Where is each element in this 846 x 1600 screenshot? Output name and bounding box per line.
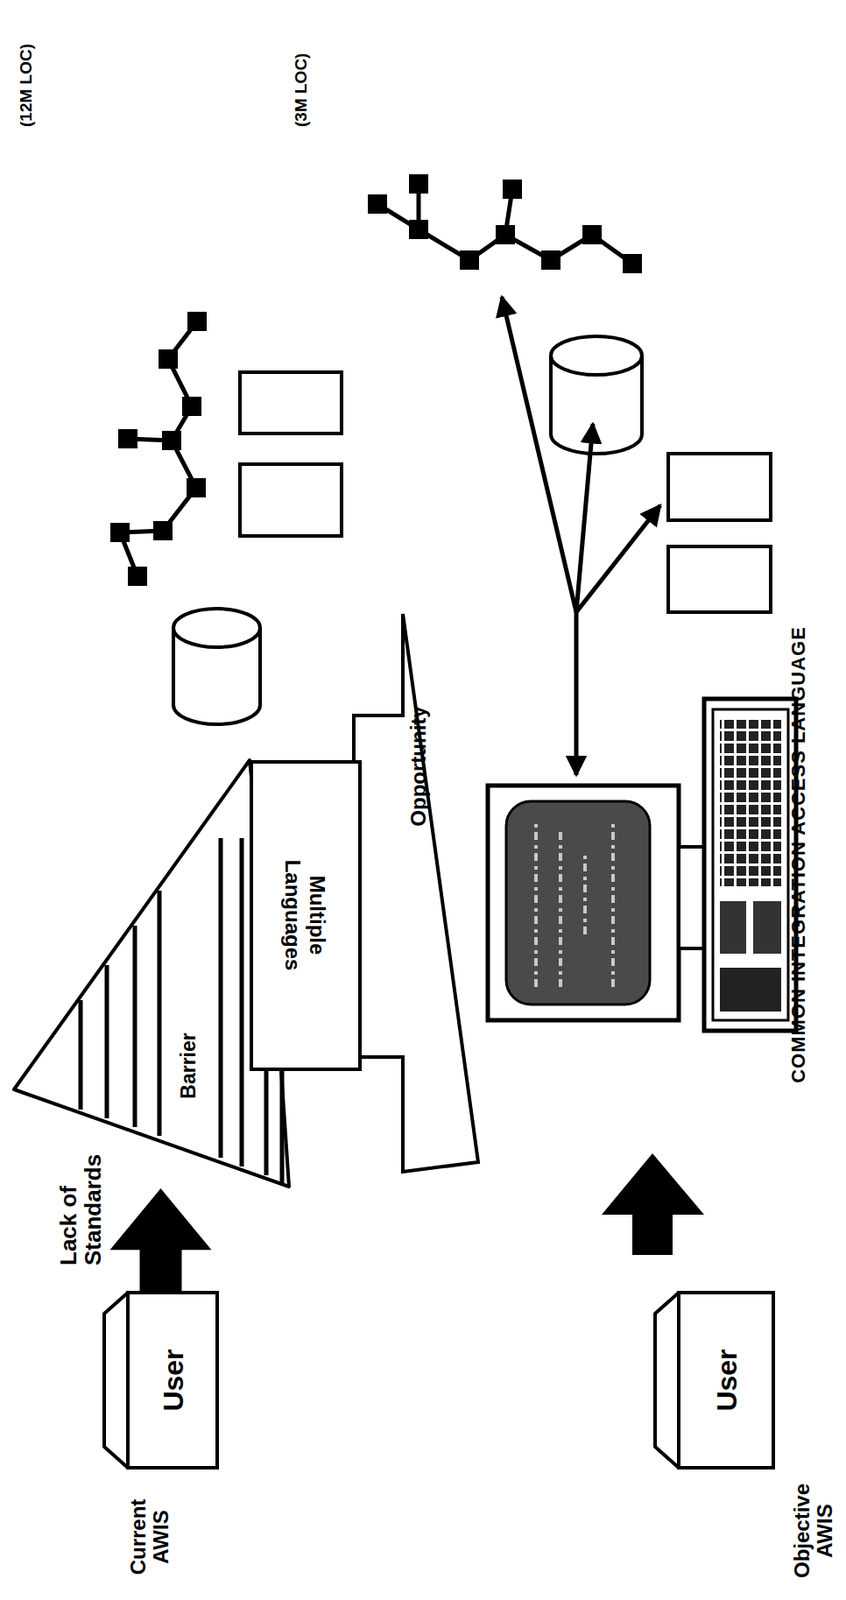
database-cylinder-part <box>550 336 642 375</box>
computer-illustration-part <box>704 698 797 1031</box>
network-node-part <box>502 179 522 199</box>
network-node-part <box>367 194 388 214</box>
network-node-part <box>582 225 602 245</box>
row-label: Current AWIS <box>126 1475 174 1599</box>
size-note: (3M LOC) <box>292 4 311 127</box>
network-node-part <box>110 522 130 543</box>
text-frame: User <box>678 1290 776 1470</box>
computer-illustration-part <box>535 818 614 987</box>
computer-illustration-part-part <box>534 820 538 987</box>
user-box-outline-part <box>127 1292 218 1468</box>
node-text: User <box>711 1348 744 1411</box>
network-node <box>367 174 642 274</box>
computer-illustration-part-part <box>583 855 587 935</box>
text-frame: Multiple Languages <box>253 763 359 1068</box>
block-arrow <box>110 1188 212 1291</box>
network-node-part <box>158 349 178 369</box>
computer-illustration-part <box>506 801 650 1005</box>
barrier-sheet-outline-part-part <box>105 965 110 1119</box>
computer-illustration-part-part <box>558 829 563 987</box>
block-arrow <box>601 1153 705 1255</box>
network-node-part <box>622 253 642 274</box>
barrier-sheet-outline-part-part <box>157 890 163 1136</box>
barrier-sheet-outline-part-part <box>280 1065 285 1185</box>
document-box-part <box>668 453 771 521</box>
network-node-part <box>187 311 207 332</box>
user-box-outline-part <box>678 1292 774 1468</box>
document-box <box>239 372 342 536</box>
computer-illustration-part <box>487 785 679 1021</box>
network-node-part <box>127 566 148 586</box>
node-text: User <box>157 1348 191 1411</box>
network-node-part <box>459 250 480 270</box>
network-node-part <box>162 430 182 451</box>
user-box-outline-part <box>655 1292 679 1468</box>
barrier-sheet-outline-part-part <box>239 838 245 1167</box>
network-symbol-part <box>119 321 198 577</box>
barrier-sheet-outline-part-part <box>218 838 224 1158</box>
network-node-part <box>118 429 138 449</box>
user-box: User <box>653 1290 776 1470</box>
text-frame: Barrier <box>169 1017 207 1114</box>
computer-illustration-part <box>678 846 705 949</box>
size-note: (12M LOC) <box>17 4 36 127</box>
language-panel: Multiple Languages <box>249 760 362 1072</box>
access-arrow-part <box>576 505 661 613</box>
node-text: Multiple Languages <box>281 846 330 987</box>
document-box-part <box>239 372 342 434</box>
network-node-part <box>182 396 202 416</box>
access-arrow-part <box>576 423 593 613</box>
computer-illustration-part <box>712 709 789 1021</box>
network-node-part <box>541 250 561 270</box>
computer-illustration <box>487 698 797 1031</box>
caption-label: COMMON INTEGRATION ACCESS LANGUAGE <box>788 592 810 1118</box>
database-cylinder <box>550 336 642 454</box>
user-box: User <box>102 1290 219 1470</box>
computer-illustration-part-part <box>611 818 615 987</box>
network-symbol <box>119 321 198 577</box>
document-box-part <box>668 546 771 613</box>
opportunity-arrow: Opportunity <box>352 612 480 1174</box>
network-node-part <box>408 174 429 194</box>
opportunity-arrow-outline <box>352 612 480 1174</box>
network-node-part <box>153 521 173 541</box>
network-node-part <box>408 219 429 240</box>
computer-illustration-part <box>753 901 782 954</box>
document-box <box>668 453 771 613</box>
network-node <box>110 311 207 586</box>
barrier-sheet-outline-part-part <box>133 925 138 1128</box>
barrier-sheet-outline-part <box>80 838 282 1185</box>
barrier-sheet-outline-part <box>14 760 290 1187</box>
access-arrow <box>501 296 661 776</box>
edge-label: Lack of Standards <box>56 1090 106 1266</box>
network-node-part <box>186 478 206 498</box>
computer-illustration-part <box>719 901 747 954</box>
computer-illustration-part <box>719 967 782 1012</box>
text-frame: Opportunity <box>404 683 433 850</box>
node-text: Barrier <box>176 1032 200 1099</box>
network-node-part <box>495 225 515 245</box>
barrier-sheet-outline-part-part <box>78 1000 84 1110</box>
text-frame: User <box>127 1290 219 1470</box>
node-text: Opportunity <box>406 705 431 826</box>
computer-illustration-part <box>719 719 782 887</box>
user-box-outline-part <box>104 1292 128 1468</box>
database-cylinder-part <box>173 608 261 648</box>
access-arrow-part <box>501 296 577 613</box>
document-box-part <box>239 464 342 536</box>
network-symbol-part <box>377 204 633 264</box>
barrier-sheet-outline-part-part <box>264 925 269 1176</box>
row-label: Objective AWIS <box>790 1465 838 1597</box>
opportunity-arrow-outline-part <box>353 613 479 1172</box>
database-cylinder <box>173 608 261 725</box>
access-arrow-part <box>574 612 579 776</box>
